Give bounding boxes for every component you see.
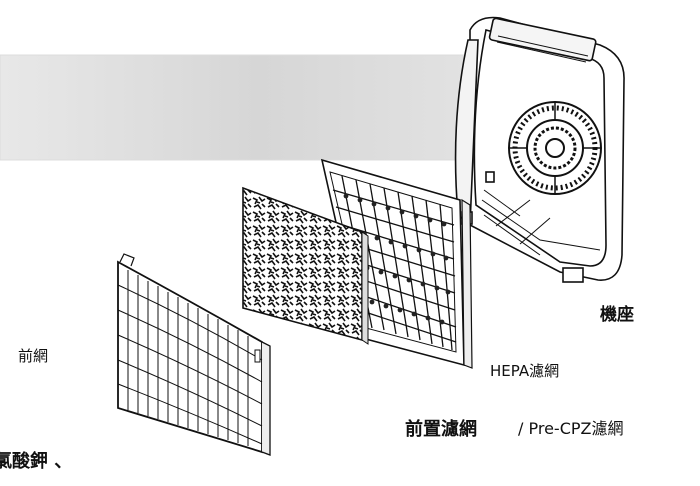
label-hepa-filter: HEPA濾網 xyxy=(490,362,560,380)
label-prefilter-en: / Pre-CPZ濾網 xyxy=(518,419,624,438)
label-front-grille: 前網 xyxy=(18,347,49,365)
background-band xyxy=(0,54,471,161)
front-grille-icon xyxy=(117,253,271,456)
prefilter-mesh-icon xyxy=(242,186,369,345)
label-prefilter: 前置濾網 xyxy=(405,419,477,440)
cut-off-text: 氯酸鉀 、 xyxy=(0,451,73,472)
label-base: 機座 xyxy=(600,305,634,325)
fan-icon xyxy=(508,101,602,195)
